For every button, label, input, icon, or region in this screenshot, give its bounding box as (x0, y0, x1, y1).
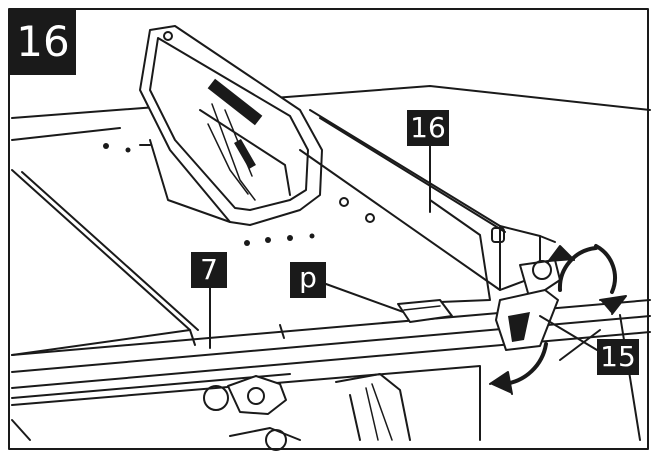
lower-mechanism (203, 373, 411, 451)
figure-number: 16 (10, 9, 76, 75)
fence-lever (495, 259, 561, 351)
rotate-arrow-icon (547, 245, 598, 292)
rotate-arrow-icon (594, 244, 627, 315)
rip-fence (299, 109, 556, 303)
callout-table-label: 7 (191, 252, 227, 288)
pull-down-arrow-icon (489, 342, 548, 395)
callout-fence-label: 16 (407, 110, 449, 146)
callout-lever-label: 15 (597, 339, 639, 375)
table-screws (103, 143, 315, 246)
blade-guard (139, 25, 323, 226)
saw-table-top (11, 85, 651, 441)
figure-frame (8, 8, 649, 450)
callout-part-p-label: p (290, 262, 326, 298)
part-p-indicator (397, 299, 453, 323)
